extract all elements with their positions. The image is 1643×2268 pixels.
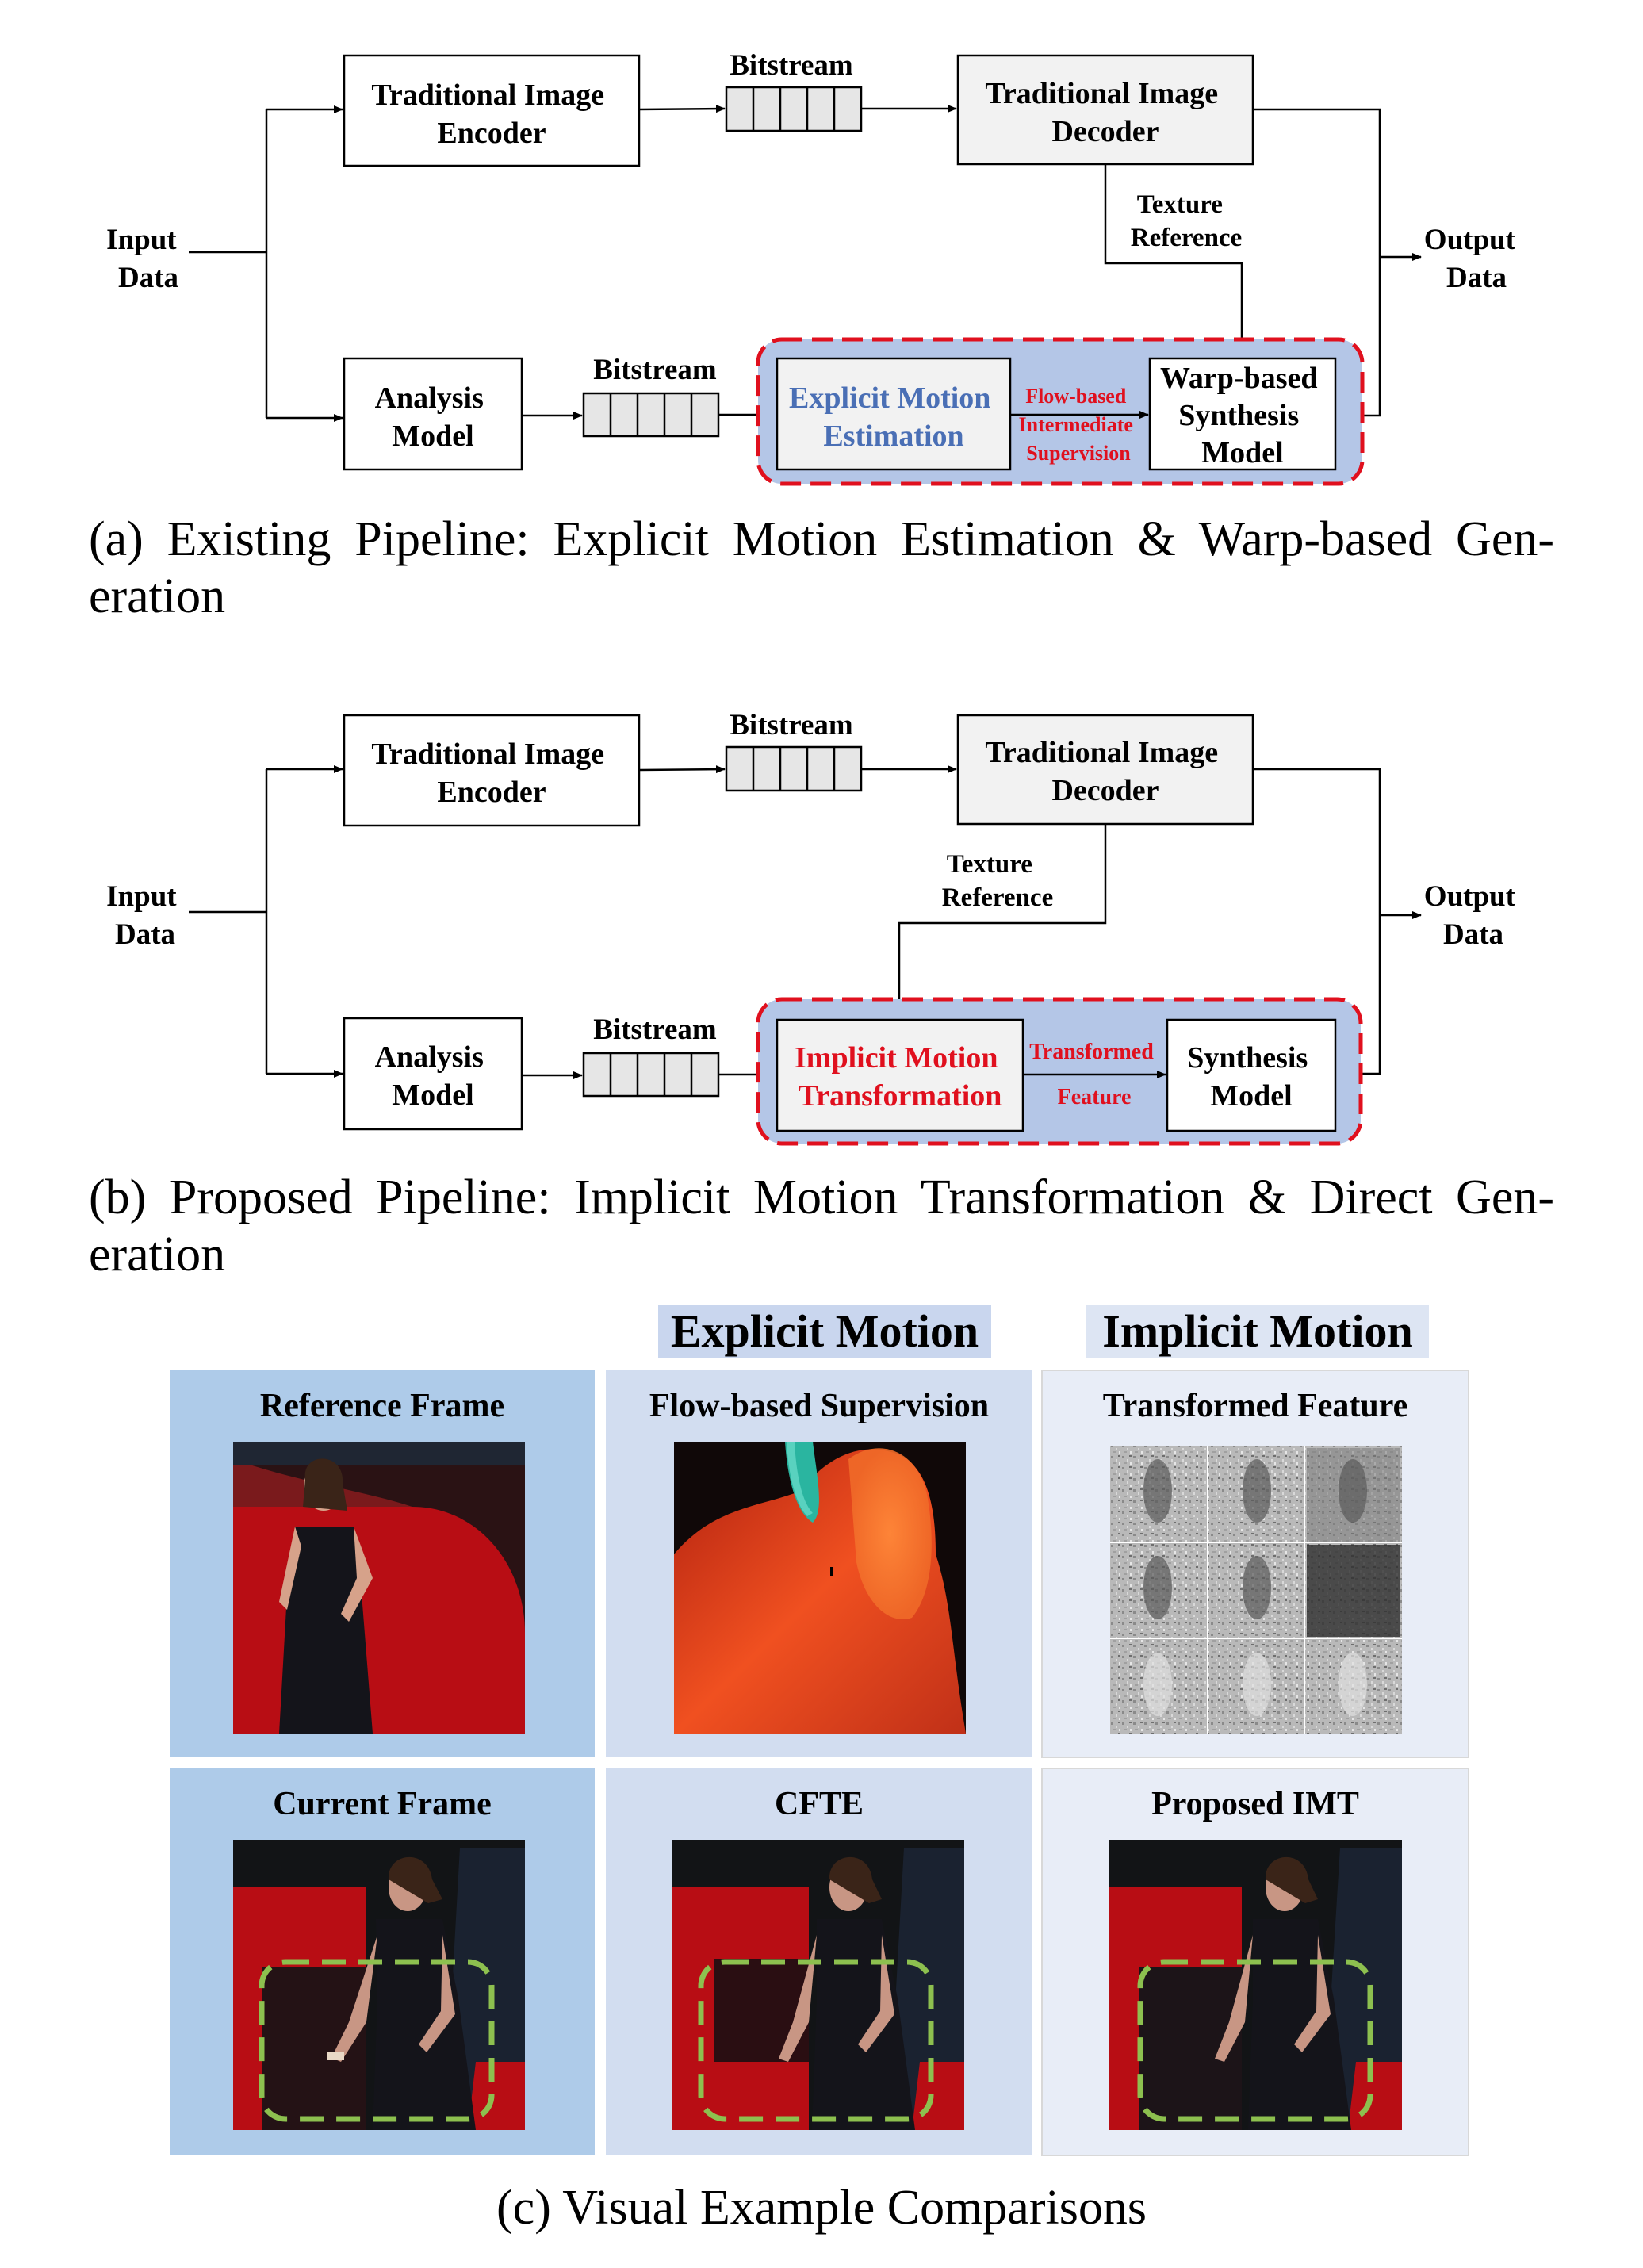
implicit-motion-header: Implicit Motion <box>1102 1305 1412 1357</box>
transformed-feature-title: Transformed Feature <box>1103 1388 1408 1424</box>
caption-a-continued: eration <box>89 568 1554 625</box>
transformed-feature-image <box>1110 1446 1402 1734</box>
decoder-label: Traditional Image Decoder <box>985 77 1225 148</box>
caption-a-line2: eration <box>89 569 226 623</box>
analysis-model <box>343 1017 523 1131</box>
warp-based-synthesis-label: Warp-based Synthesis Model <box>1160 362 1325 469</box>
input-connectors <box>189 765 343 1078</box>
transformed-feature-label: Transformed Feature <box>1029 1040 1159 1109</box>
focus-dashed-box <box>698 1959 934 2122</box>
cfte-image <box>672 1840 964 2130</box>
caption-c-text: (c) Visual Example Comparisons <box>496 2181 1147 2235</box>
arrow-texture-reference <box>895 824 1107 1020</box>
implicit-motion-header-bg <box>1086 1305 1429 1358</box>
encoder-label: Traditional Image Encoder <box>371 737 611 809</box>
warp-based-synthesis-model <box>1148 357 1337 471</box>
traditional-image-decoder <box>956 714 1254 826</box>
caption-b-line1: (b) Proposed Pipeline: Implicit Motion T… <box>89 1170 1554 1224</box>
reference-frame-title: Reference Frame <box>260 1388 504 1424</box>
arrow-encoder-bitstream <box>638 765 726 774</box>
analysis-model <box>343 357 523 471</box>
traditional-image-encoder <box>343 54 641 167</box>
explicit-motion-estimation <box>776 357 1012 471</box>
explicit-motion-header-bg <box>658 1305 991 1358</box>
explicit-motion-estimation-label: Explicit Motion Estimation <box>789 381 998 453</box>
analysis-model-label: Analysis Model <box>375 1040 492 1112</box>
implicit-motion-transformation <box>776 1018 1024 1132</box>
reference-frame-image <box>233 1442 525 1734</box>
current-frame-image <box>233 1840 525 2130</box>
texture-reference-label: Texture Reference <box>1131 190 1242 252</box>
flow-based-supervision-label: Flow-based Intermediate Supervision <box>1019 385 1139 465</box>
diagram-b: Input Data Traditional Image Encoder Bit… <box>106 709 1522 1146</box>
encoder-label: Traditional Image Encoder <box>371 79 611 150</box>
texture-reference-label: Texture Reference <box>942 850 1053 912</box>
focus-dashed-box <box>1137 1959 1373 2122</box>
bitstream-bottom-label: Bitstream <box>593 354 717 386</box>
decoder-label: Traditional Image Decoder <box>985 736 1225 807</box>
bitstream-bottom <box>582 392 720 438</box>
flow-supervision-title: Flow-based Supervision <box>649 1388 989 1424</box>
comparison-panels: Explicit Motion Implicit Motion Referenc… <box>170 1305 1469 2156</box>
output-label: Output Data <box>1424 224 1522 294</box>
input-connectors <box>189 105 343 422</box>
bitstream-bottom-label: Bitstream <box>593 1013 717 1046</box>
caption-c: (c) Visual Example Comparisons <box>89 2179 1554 2236</box>
traditional-image-encoder <box>343 714 641 827</box>
current-frame-title: Current Frame <box>273 1786 492 1822</box>
caption-b: (b) Proposed Pipeline: Implicit Motion T… <box>89 1169 1554 1226</box>
caption-a: (a) Existing Pipeline: Explicit Motion E… <box>89 511 1554 568</box>
caption-b-line2: eration <box>89 1228 226 1281</box>
explicit-motion-header: Explicit Motion <box>671 1305 979 1357</box>
synthesis-model-label: Synthesis Model <box>1187 1041 1316 1113</box>
bitstream-top <box>725 86 863 132</box>
implicit-motion-transformation-label: Implicit Motion Transformation <box>795 1041 1005 1113</box>
proposed-imt-title: Proposed IMT <box>1151 1786 1359 1822</box>
bitstream-top <box>725 745 863 792</box>
synthesis-model <box>1166 1018 1337 1132</box>
arrow-texture-reference <box>1104 164 1246 359</box>
input-label: Input Data <box>106 224 184 294</box>
analysis-model-label: Analysis Model <box>375 381 492 453</box>
cfte-title: CFTE <box>775 1786 864 1822</box>
caption-a-line1: (a) Existing Pipeline: Explicit Motion E… <box>89 512 1554 566</box>
bitstream-top-label: Bitstream <box>730 49 853 82</box>
caption-b-continued: eration <box>89 1226 1554 1283</box>
bitstream-top-label: Bitstream <box>730 709 853 741</box>
bitstream-bottom <box>582 1052 720 1098</box>
output-label: Output Data <box>1424 880 1522 951</box>
proposed-imt-image <box>1109 1840 1402 2130</box>
diagram-a: Input Data Traditional Image Encoder Bit… <box>106 49 1522 486</box>
flow-supervision-image <box>674 1442 966 1734</box>
input-label: Input Data <box>106 880 184 951</box>
focus-dashed-box <box>259 1959 495 2122</box>
